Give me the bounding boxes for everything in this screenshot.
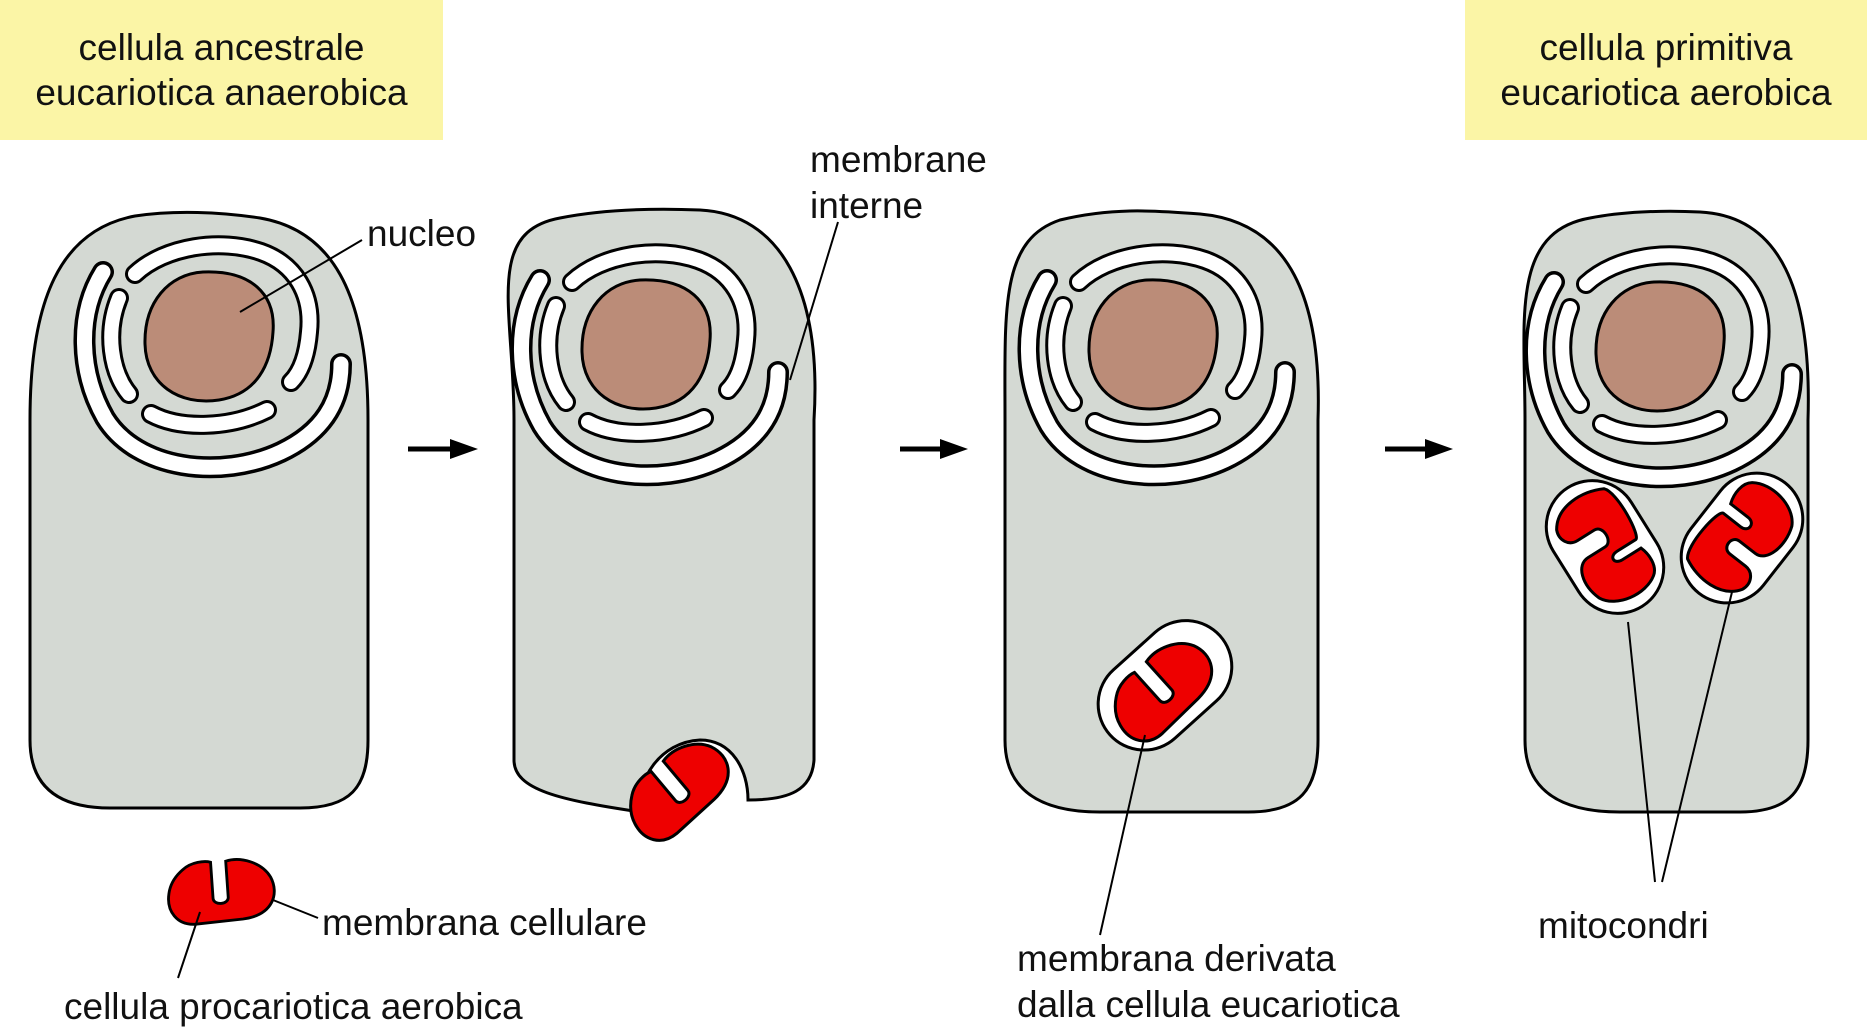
label-mitocondri: mitocondri	[1538, 903, 1709, 948]
title-primitive-line1: cellula primitiva	[1540, 25, 1793, 70]
cell-stage-1	[30, 212, 368, 808]
cell-stage-4	[1524, 211, 1821, 812]
title-box-ancestral: cellula ancestrale eucariotica anaerobic…	[0, 0, 443, 140]
prokaryote-cell	[166, 857, 276, 926]
title-ancestral-line1: cellula ancestrale	[79, 25, 365, 70]
arrow-icon	[900, 439, 968, 459]
leader-lines	[178, 222, 1732, 978]
leader-membrana-cellulare	[273, 900, 318, 918]
title-primitive-line2: eucariotica aerobica	[1500, 70, 1831, 115]
label-interne: interne	[810, 183, 923, 228]
label-nucleo: nucleo	[367, 211, 476, 256]
label-membrana-derivata-1: membrana derivata	[1017, 936, 1336, 981]
label-membrane: membrane	[810, 137, 987, 182]
label-membrana-derivata-2: dalla cellula eucariotica	[1017, 982, 1400, 1027]
label-membrana-cellulare: membrana cellulare	[322, 900, 647, 945]
cell-stage-2	[508, 209, 815, 812]
arrow-icon	[1385, 439, 1453, 459]
title-box-primitive: cellula primitiva eucariotica aerobica	[1465, 0, 1867, 140]
label-cellula-procariotica: cellula procariotica aerobica	[64, 984, 523, 1029]
arrow-icon	[408, 439, 478, 459]
title-ancestral-line2: eucariotica anaerobica	[35, 70, 407, 115]
cell-stage-3	[1005, 211, 1318, 812]
